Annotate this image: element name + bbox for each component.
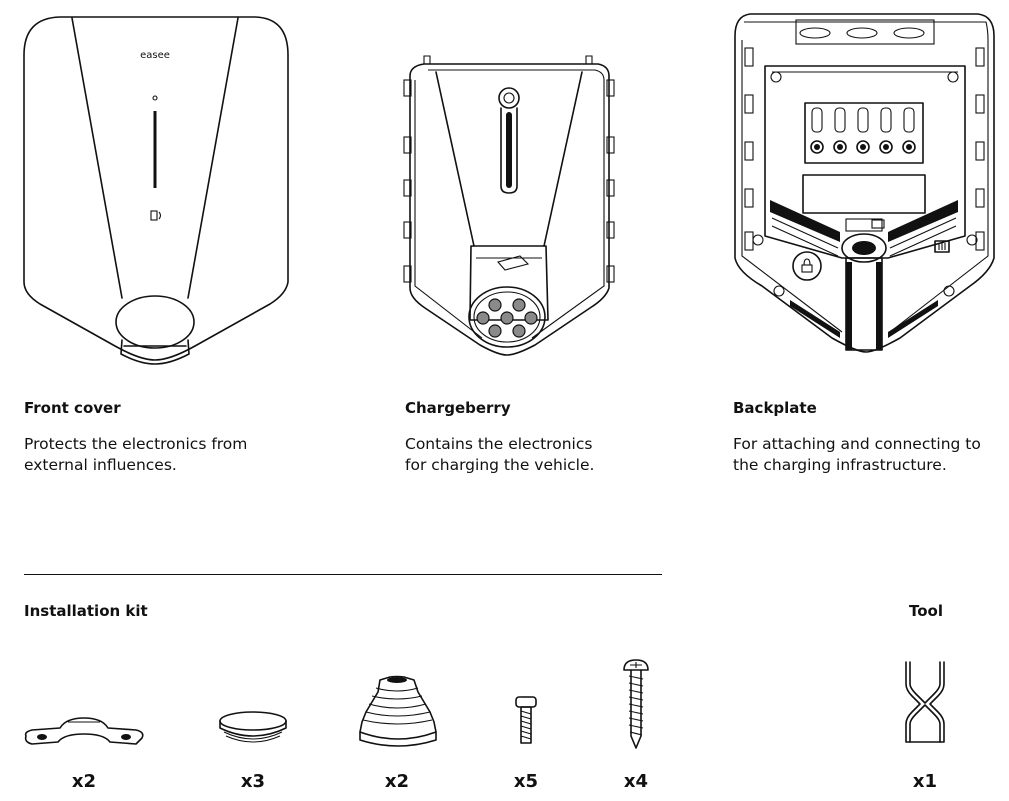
front-cover-description-line-2: external influences. (24, 456, 177, 474)
wood-screw-quantity: x4 (623, 771, 649, 792)
cable-clamp-quantity: x2 (71, 771, 97, 792)
backplate-description-line-1: For attaching and connecting to (733, 435, 981, 453)
chargeberry-description-line-1: Contains the electronics (405, 435, 593, 453)
tool-quantity: x1 (912, 771, 938, 792)
backplate-description-line-2: the charging infrastructure. (733, 456, 947, 474)
backplate-title: Backplate (733, 399, 817, 417)
blanking-plug-quantity: x3 (240, 771, 266, 792)
backplate-description: For attaching and connecting to the char… (733, 434, 981, 476)
section-divider (24, 574, 662, 575)
front-cover-description-line-1: Protects the electronics from (24, 435, 248, 453)
chargeberry-title: Chargeberry (405, 399, 511, 417)
cable-grommet-quantity: x2 (384, 771, 410, 792)
front-cover-title: Front cover (24, 399, 121, 417)
machine-screw-quantity: x5 (513, 771, 539, 792)
tool-title: Tool (909, 602, 943, 620)
brand-logo: easee (140, 50, 170, 61)
installation-kit-title: Installation kit (24, 602, 148, 620)
chargeberry-description: Contains the electronics for charging th… (405, 434, 594, 476)
chargeberry-description-line-2: for charging the vehicle. (405, 456, 595, 474)
front-cover-description: Protects the electronics from external i… (24, 434, 247, 476)
